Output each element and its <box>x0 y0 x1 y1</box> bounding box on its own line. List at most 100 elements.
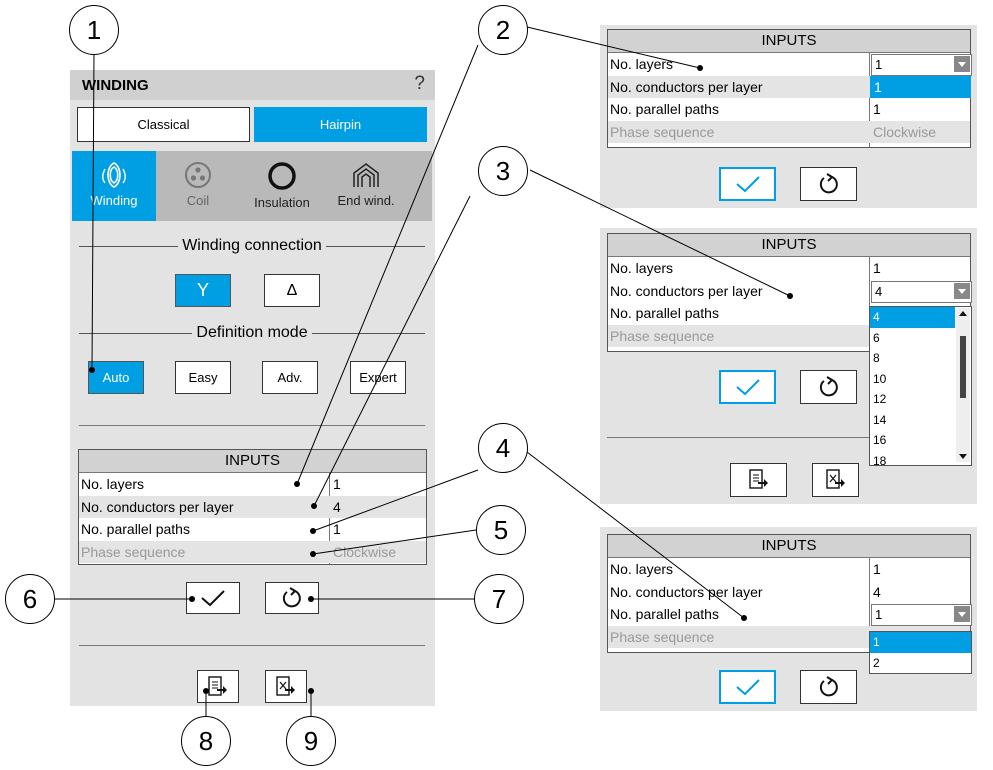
row-value[interactable]: 1 <box>873 101 881 117</box>
row-label: No. layers <box>610 56 674 72</box>
tab-winding-label: Winding <box>90 193 138 208</box>
tab-winding[interactable]: Winding <box>72 151 156 221</box>
scroll-down-icon[interactable] <box>959 454 967 459</box>
divider <box>79 645 425 646</box>
callout-2: 2 <box>478 5 528 55</box>
table-row: Phase sequence Clockwise <box>79 540 426 563</box>
list-item[interactable]: 2 <box>873 655 880 670</box>
layers-select[interactable]: 1 <box>871 54 972 76</box>
reset-button[interactable] <box>800 370 857 404</box>
list-item[interactable]: 12 <box>873 392 887 406</box>
table-row[interactable]: No. layers 1 <box>608 558 970 581</box>
row-value[interactable]: 1 <box>870 75 971 98</box>
mode-adv-button[interactable]: Adv. <box>262 361 318 394</box>
row-label: No. parallel paths <box>610 101 719 117</box>
delta-connection-button[interactable]: Δ <box>264 274 320 307</box>
row-label: No. layers <box>610 561 674 577</box>
row-value[interactable]: 1 <box>333 521 341 537</box>
table-row[interactable]: No. conductors per layer 4 <box>608 581 970 604</box>
divider <box>79 425 425 426</box>
callout-1: 1 <box>69 5 119 55</box>
row-value[interactable]: 1 <box>333 476 341 492</box>
table-row[interactable]: No. parallel paths 1 <box>608 98 970 121</box>
list-item[interactable]: 1 <box>870 632 971 653</box>
list-item[interactable]: 4 <box>870 307 955 328</box>
export-excel-button[interactable] <box>812 463 859 497</box>
mode-auto-button[interactable]: Auto <box>88 361 144 394</box>
scroll-up-icon[interactable] <box>959 311 967 316</box>
tab-insulation[interactable]: Insulation <box>240 151 324 221</box>
tab-coil[interactable]: Coil <box>156 151 240 221</box>
mode-expert-button[interactable]: Expert <box>350 361 406 394</box>
list-item[interactable]: 16 <box>873 433 887 447</box>
reset-button[interactable] <box>800 670 857 704</box>
row-label: Phase sequence <box>610 123 715 140</box>
list-item[interactable]: 18 <box>873 453 887 468</box>
select-value: 1 <box>875 607 883 622</box>
tab-end-winding[interactable]: End wind. <box>324 151 408 221</box>
import-icon <box>748 469 768 489</box>
row-label: No. parallel paths <box>610 305 719 321</box>
winding-connection-section: Winding connection <box>79 237 426 255</box>
end-winding-icon <box>353 163 379 187</box>
row-value[interactable]: 4 <box>333 498 341 515</box>
mode-easy-button[interactable]: Easy <box>175 361 231 394</box>
import-button[interactable] <box>197 670 239 703</box>
row-value[interactable]: 4 <box>873 583 881 600</box>
table-row[interactable]: No. conductors per layer 4 <box>608 280 972 303</box>
help-icon[interactable]: ? <box>414 73 425 94</box>
list-item[interactable]: 6 <box>873 330 880 345</box>
parallel-paths-dropdown-list[interactable]: 1 2 <box>869 631 972 674</box>
chevron-down-icon[interactable] <box>954 282 970 299</box>
list-item[interactable]: 8 <box>873 351 880 365</box>
classical-button[interactable]: Classical <box>77 107 250 142</box>
chevron-down-icon[interactable] <box>954 56 970 72</box>
check-icon <box>735 679 760 696</box>
table-row[interactable]: No. layers 1 <box>608 257 970 280</box>
tab-end-winding-label: End wind. <box>337 193 395 208</box>
import-button[interactable] <box>730 463 787 497</box>
chevron-down-icon[interactable] <box>954 606 970 622</box>
scrollbar[interactable] <box>956 308 970 462</box>
inputs-table-detail-1: INPUTS No. layers 1 No. conductors per l… <box>607 29 972 148</box>
definition-mode-section: Definition mode <box>79 324 426 342</box>
check-icon <box>201 590 225 607</box>
table-row[interactable]: No. parallel paths <box>608 302 970 325</box>
inputs-table-header: INPUTS <box>608 30 970 53</box>
winding-icon <box>102 162 126 188</box>
hairpin-button[interactable]: Hairpin <box>254 107 427 142</box>
tab-insulation-label: Insulation <box>254 195 310 210</box>
row-value: Clockwise <box>873 123 937 140</box>
row-value: Clockwise <box>333 543 397 560</box>
row-value[interactable]: 1 <box>873 561 881 577</box>
scrollbar-thumb[interactable] <box>960 336 966 398</box>
definition-mode-title: Definition mode <box>196 324 308 341</box>
star-connection-button[interactable]: Y <box>175 274 231 307</box>
apply-button[interactable] <box>186 582 240 614</box>
reset-icon <box>282 587 301 608</box>
coil-icon <box>185 162 211 188</box>
reset-button[interactable] <box>800 167 857 201</box>
conductors-select[interactable]: 4 <box>871 280 972 303</box>
list-item[interactable]: 10 <box>873 371 887 386</box>
table-row[interactable]: No. conductors per layer 1 <box>608 75 971 98</box>
apply-button[interactable] <box>719 370 776 404</box>
export-excel-button[interactable] <box>265 670 307 703</box>
table-row[interactable]: No. conductors per layer 4 <box>79 495 426 518</box>
row-label: No. conductors per layer <box>610 282 763 299</box>
conductors-dropdown-list[interactable]: 4 6 8 10 12 14 16 18 <box>869 306 972 468</box>
table-row[interactable]: No. parallel paths 1 <box>79 518 426 541</box>
table-row[interactable]: No. parallel paths 1 <box>608 603 972 626</box>
table-row[interactable]: No. layers 1 <box>79 473 426 496</box>
check-icon <box>735 379 760 396</box>
panel-title: WINDING <box>82 77 149 94</box>
apply-button[interactable] <box>719 670 776 704</box>
row-value[interactable]: 1 <box>873 260 881 276</box>
list-item[interactable]: 14 <box>873 412 887 427</box>
table-row[interactable]: No. layers 1 <box>608 53 972 76</box>
divider <box>607 437 869 438</box>
apply-button[interactable] <box>719 167 776 201</box>
excel-icon <box>825 469 845 489</box>
select-value: 4 <box>875 283 883 299</box>
